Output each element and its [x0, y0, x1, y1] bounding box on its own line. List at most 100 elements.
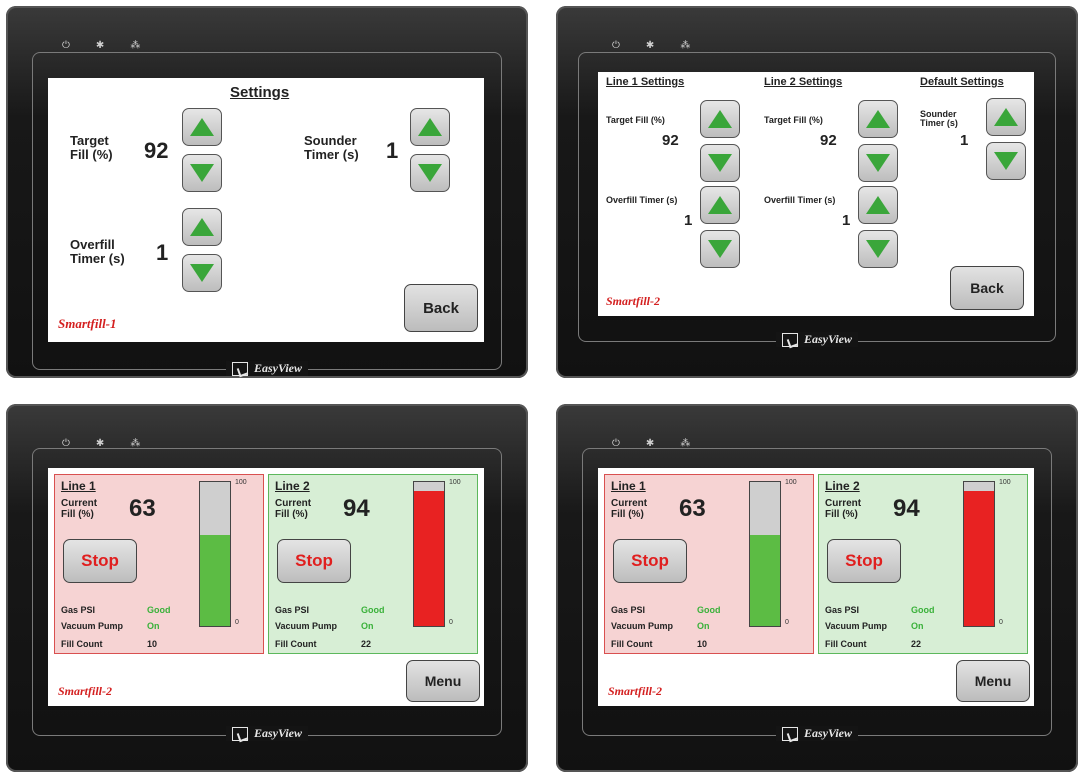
hmi-device-4: ⏻ ✱ ⁂ Line 1 Current Fill (%) 63 Stop Ga…: [556, 404, 1078, 772]
brightness-icon: ✱: [95, 438, 105, 449]
easyview-brand: EasyView: [225, 726, 309, 741]
back-button[interactable]: Back: [404, 284, 478, 332]
vacuum-pump-value: On: [361, 621, 374, 631]
status-leds: ⏻ ✱ ⁂: [612, 438, 690, 449]
back-button[interactable]: Back: [950, 266, 1024, 310]
line2-overfill-timer-value: 1: [842, 212, 851, 229]
current-fill-value: 63: [129, 495, 156, 522]
easyview-logo-icon: [781, 726, 798, 741]
easyview-logo-icon: [781, 332, 798, 347]
arrow-down-icon: [190, 164, 214, 182]
gauge-max-label: 100: [785, 479, 797, 486]
stop-button[interactable]: Stop: [63, 539, 137, 583]
line2-panel: Line 2 Current Fill (%) 94 Stop Gas PSI …: [818, 474, 1028, 654]
line2-target-fill-value: 92: [820, 132, 837, 149]
fill-count-value: 22: [911, 639, 922, 649]
line1-panel: Line 1 Current Fill (%) 63 Stop Gas PSI …: [54, 474, 264, 654]
default-settings-heading: Default Settings: [920, 76, 1004, 88]
line2-target-fill-up-button[interactable]: [858, 100, 898, 138]
vacuum-pump-label: Vacuum Pump: [825, 621, 888, 631]
network-icon: ⁂: [680, 40, 691, 51]
line2-overfill-timer-label: Overfill Timer (s): [764, 195, 836, 205]
product-logo: Smartfill-2: [58, 684, 113, 698]
line1-overfill-timer-value: 1: [684, 212, 693, 229]
line-title: Line 2: [825, 479, 860, 493]
vacuum-pump-label: Vacuum Pump: [275, 621, 338, 631]
gauge-max-label: 100: [449, 479, 461, 486]
gauge-min-label: 0: [999, 619, 1003, 626]
line1-overfill-down-button[interactable]: [700, 230, 740, 268]
fill-level-bar: [414, 490, 444, 626]
arrow-up-icon: [994, 108, 1018, 126]
menu-button[interactable]: Menu: [406, 660, 480, 702]
target-fill-down-button[interactable]: [182, 154, 222, 192]
fill-count-label: Fill Count: [611, 639, 653, 649]
touch-screen: Line 1 Settings Line 2 Settings Default …: [598, 72, 1034, 316]
line1-target-fill-value: 92: [662, 132, 679, 149]
current-fill-value: 94: [893, 495, 920, 522]
hmi-device-1: ⏻ ✱ ⁂ Settings Target Fill (%) 92 Sounde…: [6, 6, 528, 378]
stop-button[interactable]: Stop: [613, 539, 687, 583]
gauge-max-label: 100: [235, 479, 247, 486]
fill-count-label: Fill Count: [61, 639, 103, 649]
brightness-icon: ✱: [95, 40, 105, 51]
gas-psi-label: Gas PSI: [61, 605, 96, 615]
sounder-timer-up-button[interactable]: [410, 108, 450, 146]
arrow-up-icon: [190, 118, 214, 136]
stop-button[interactable]: Stop: [277, 539, 351, 583]
hmi-device-3: ⏻ ✱ ⁂ Line 1 Current Fill (%) 63 Stop Ga…: [6, 404, 528, 772]
line2-overfill-up-button[interactable]: [858, 186, 898, 224]
power-icon: ⏻: [62, 40, 70, 51]
easyview-logo-icon: [231, 361, 248, 376]
gauge-min-label: 0: [785, 619, 789, 626]
current-fill-label: Current Fill (%): [275, 498, 312, 520]
line1-target-fill-down-button[interactable]: [700, 144, 740, 182]
current-fill-label: Current Fill (%): [61, 498, 98, 520]
sounder-timer-label: Sounder Timer (s): [304, 133, 359, 162]
line1-overfill-up-button[interactable]: [700, 186, 740, 224]
stop-button[interactable]: Stop: [827, 539, 901, 583]
sounder-timer-down-button[interactable]: [410, 154, 450, 192]
arrow-down-icon: [708, 154, 732, 172]
default-sounder-up-button[interactable]: [986, 98, 1026, 136]
network-icon: ⁂: [130, 40, 141, 51]
overfill-timer-up-button[interactable]: [182, 208, 222, 246]
target-fill-up-button[interactable]: [182, 108, 222, 146]
line-title: Line 1: [61, 479, 96, 493]
brightness-icon: ✱: [645, 40, 655, 51]
network-icon: ⁂: [130, 438, 141, 449]
gas-psi-value: Good: [911, 605, 935, 615]
fill-level-bar: [200, 535, 230, 626]
product-logo: Smartfill-2: [608, 684, 663, 698]
product-logo: Smartfill-2: [606, 294, 661, 308]
easyview-brand: EasyView: [775, 726, 859, 741]
fill-count-value: 10: [147, 639, 158, 649]
vacuum-pump-value: On: [147, 621, 160, 631]
gauge-max-label: 100: [999, 479, 1011, 486]
default-sounder-down-button[interactable]: [986, 142, 1026, 180]
overfill-timer-down-button[interactable]: [182, 254, 222, 292]
line1-settings-heading: Line 1 Settings: [606, 76, 685, 88]
arrow-down-icon: [418, 164, 442, 182]
power-icon: ⏻: [612, 438, 620, 449]
menu-button[interactable]: Menu: [956, 660, 1030, 702]
gas-psi-label: Gas PSI: [611, 605, 646, 615]
brightness-icon: ✱: [645, 438, 655, 449]
touch-screen: Line 1 Current Fill (%) 63 Stop Gas PSI …: [48, 468, 484, 706]
touch-screen: Line 1 Current Fill (%) 63 Stop Gas PSI …: [598, 468, 1034, 706]
line1-target-fill-up-button[interactable]: [700, 100, 740, 138]
touch-screen: Settings Target Fill (%) 92 Sounder Time…: [48, 78, 484, 342]
fill-count-label: Fill Count: [275, 639, 317, 649]
power-icon: ⏻: [612, 40, 620, 51]
line2-target-fill-down-button[interactable]: [858, 144, 898, 182]
gauge-min-label: 0: [235, 619, 239, 626]
vacuum-pump-label: Vacuum Pump: [611, 621, 674, 631]
overfill-timer-label: Overfill Timer (s): [70, 237, 125, 266]
fill-count-value: 22: [361, 639, 372, 649]
easyview-brand: EasyView: [775, 332, 859, 347]
arrow-down-icon: [708, 240, 732, 258]
arrow-up-icon: [866, 196, 890, 214]
arrow-down-icon: [994, 152, 1018, 170]
page-title: Settings: [230, 84, 290, 101]
line2-overfill-down-button[interactable]: [858, 230, 898, 268]
